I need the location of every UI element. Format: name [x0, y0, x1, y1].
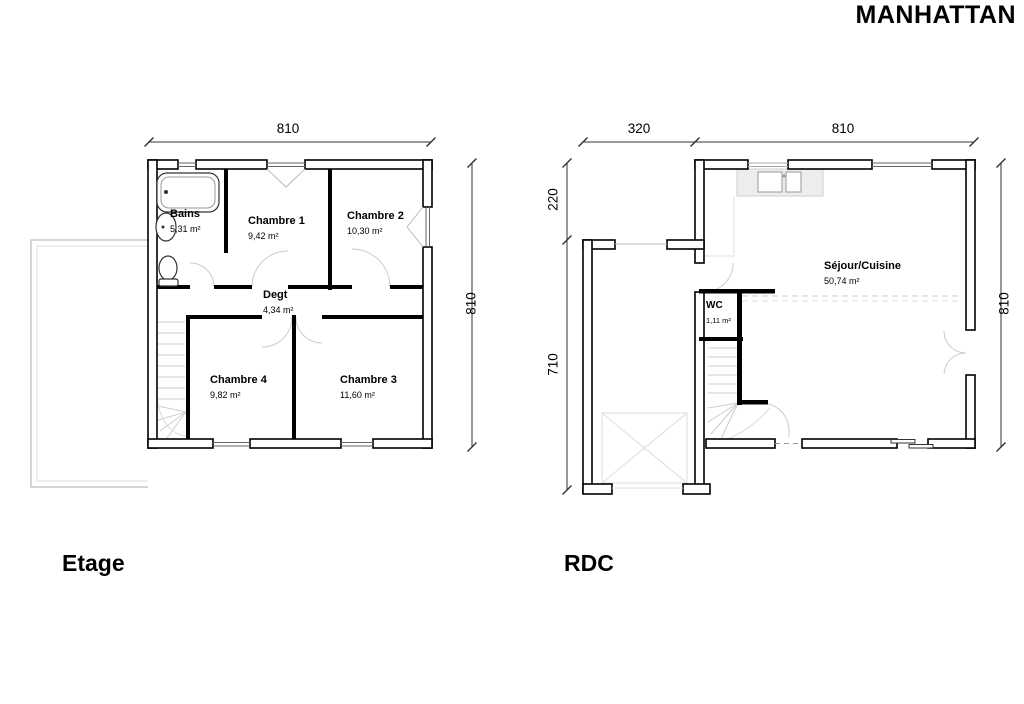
- room-label-chambre1: Chambre 1 9,42 m²: [248, 215, 305, 241]
- rdc-outer-walls: [694, 159, 976, 494]
- sink: [155, 212, 177, 242]
- rdc-plan: [582, 159, 976, 495]
- toilet: [158, 255, 179, 287]
- kitchen-counter: [704, 168, 824, 257]
- etage-dim-top: 810: [276, 121, 300, 136]
- rdc-windows: [612, 162, 934, 489]
- room-label-bains: Bains 5,31 m²: [170, 208, 201, 234]
- room-label-chambre2: Chambre 2 10,30 m²: [347, 210, 404, 236]
- balcony-outline: [30, 239, 148, 488]
- rdc-dim-left-lower: 710: [545, 353, 561, 376]
- sliding-door: [890, 439, 916, 444]
- rdc-dim-right: 810: [996, 292, 1012, 315]
- room-label-chambre3: Chambre 3 11,60 m²: [340, 374, 397, 400]
- rdc-interior-walls: [699, 289, 775, 405]
- etage-door-arcs: [189, 248, 391, 348]
- etage-dim-right: 810: [463, 292, 479, 315]
- room-label-chambre4: Chambre 4 9,82 m²: [210, 374, 267, 400]
- rdc-plan-title: RDC: [564, 550, 614, 576]
- dimension-lines: [144, 137, 1006, 495]
- kitchen-sink: [757, 171, 783, 193]
- rdc-stairs: [707, 347, 790, 444]
- room-label-sejour: Séjour/Cuisine 50,74 m²: [824, 260, 902, 286]
- room-label-wc: WC 1,11 m²: [706, 300, 731, 325]
- rdc-dim-top: 810: [831, 121, 855, 136]
- document-title: MANHATTAN: [855, 1, 1016, 29]
- etage-outer-walls: [147, 159, 433, 449]
- etage-stairs: [157, 321, 189, 439]
- sejour-dashed-lines: [742, 295, 962, 302]
- room-label-degt: Degt 4,34 m²: [263, 289, 294, 315]
- garage-cross: [601, 412, 688, 484]
- etage-windows: [178, 162, 430, 447]
- etage-plan: [30, 159, 433, 488]
- rdc-dim-garage-top: 320: [627, 121, 651, 136]
- rdc-dim-left-upper: 220: [545, 188, 561, 211]
- etage-interior-walls: [157, 169, 423, 439]
- bathtub: [156, 172, 220, 213]
- etage-plan-title: Etage: [62, 550, 125, 576]
